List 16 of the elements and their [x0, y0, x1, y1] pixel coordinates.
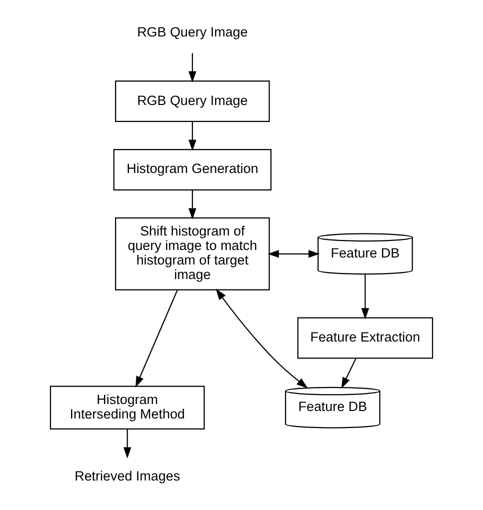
node-box: Histogram Interseding Method	[50, 386, 205, 430]
arrow	[188, 190, 196, 220]
node-text: Retrieved Images	[74, 468, 180, 484]
arrow	[188, 53, 196, 83]
arrow	[216, 288, 308, 388]
arrow	[135, 290, 178, 388]
arrow	[341, 358, 356, 389]
arrow	[123, 428, 132, 458]
node-box: Histogram Generation	[113, 148, 272, 190]
arrow	[268, 250, 320, 258]
arrow	[188, 122, 196, 151]
node-text: RGB Query Image	[137, 24, 248, 40]
arrow	[361, 274, 370, 320]
node-box: Shift histogram of query image to match histogram of target image	[115, 217, 270, 290]
node-box: Feature Extraction	[297, 317, 434, 359]
node-box: RGB Query Image	[115, 80, 270, 122]
